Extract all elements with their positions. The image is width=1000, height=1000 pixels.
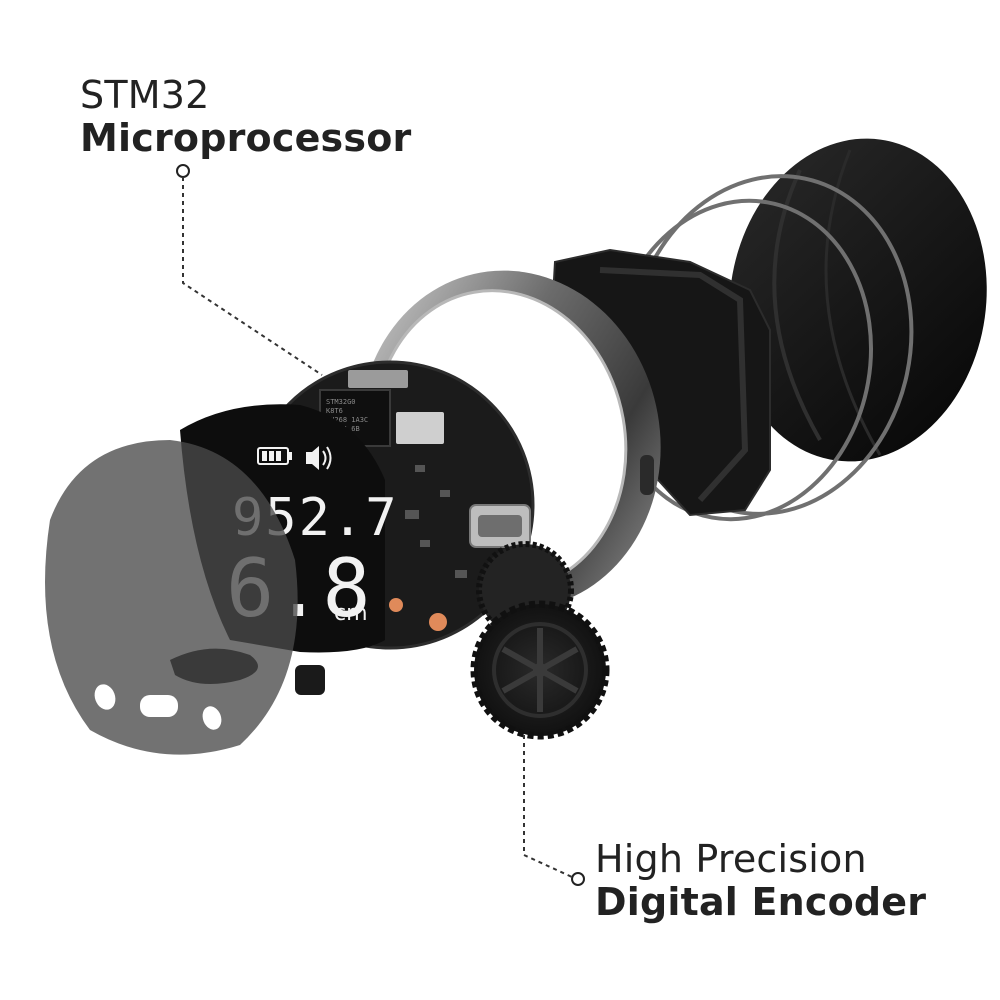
back-cover xyxy=(729,138,987,462)
callout-microprocessor: STM32 Microprocessor xyxy=(80,74,411,159)
callout-encoder-line2: Digital Encoder xyxy=(595,879,927,924)
callout-leader-stm32 xyxy=(176,164,323,376)
callout-encoder-line1: High Precision xyxy=(595,837,867,881)
callout-microprocessor-line2: Microprocessor xyxy=(80,115,412,160)
callout-encoder: High Precision Digital Encoder xyxy=(595,838,926,923)
speaker-icon xyxy=(306,446,332,470)
encoder-wheel xyxy=(470,600,610,740)
battery-icon xyxy=(257,447,292,465)
callout-leader-encoder xyxy=(523,735,585,886)
lcd-unit: cm xyxy=(334,601,368,626)
callout-microprocessor-line1: STM32 xyxy=(80,73,210,117)
front-lens xyxy=(45,440,325,755)
chip-marking-line: GH268 1A3C xyxy=(326,416,368,424)
chip-marking-line: STM32G0 xyxy=(326,398,356,406)
chip-marking-line: K8T6 xyxy=(326,407,343,415)
